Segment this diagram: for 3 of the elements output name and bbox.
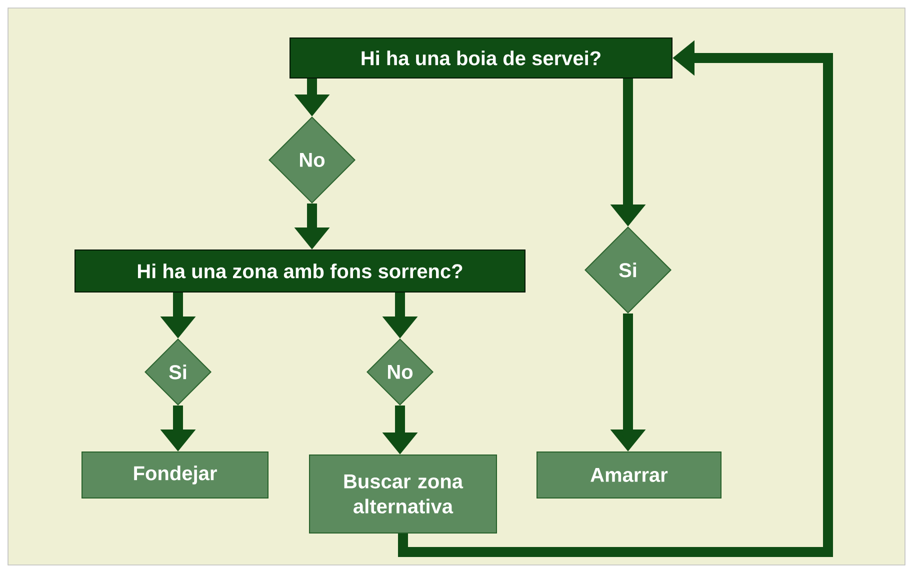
action-box: Buscar zona alternativa: [309, 454, 497, 534]
action-box: Fondejar: [82, 452, 268, 498]
action-box: Amarrar: [536, 452, 722, 498]
